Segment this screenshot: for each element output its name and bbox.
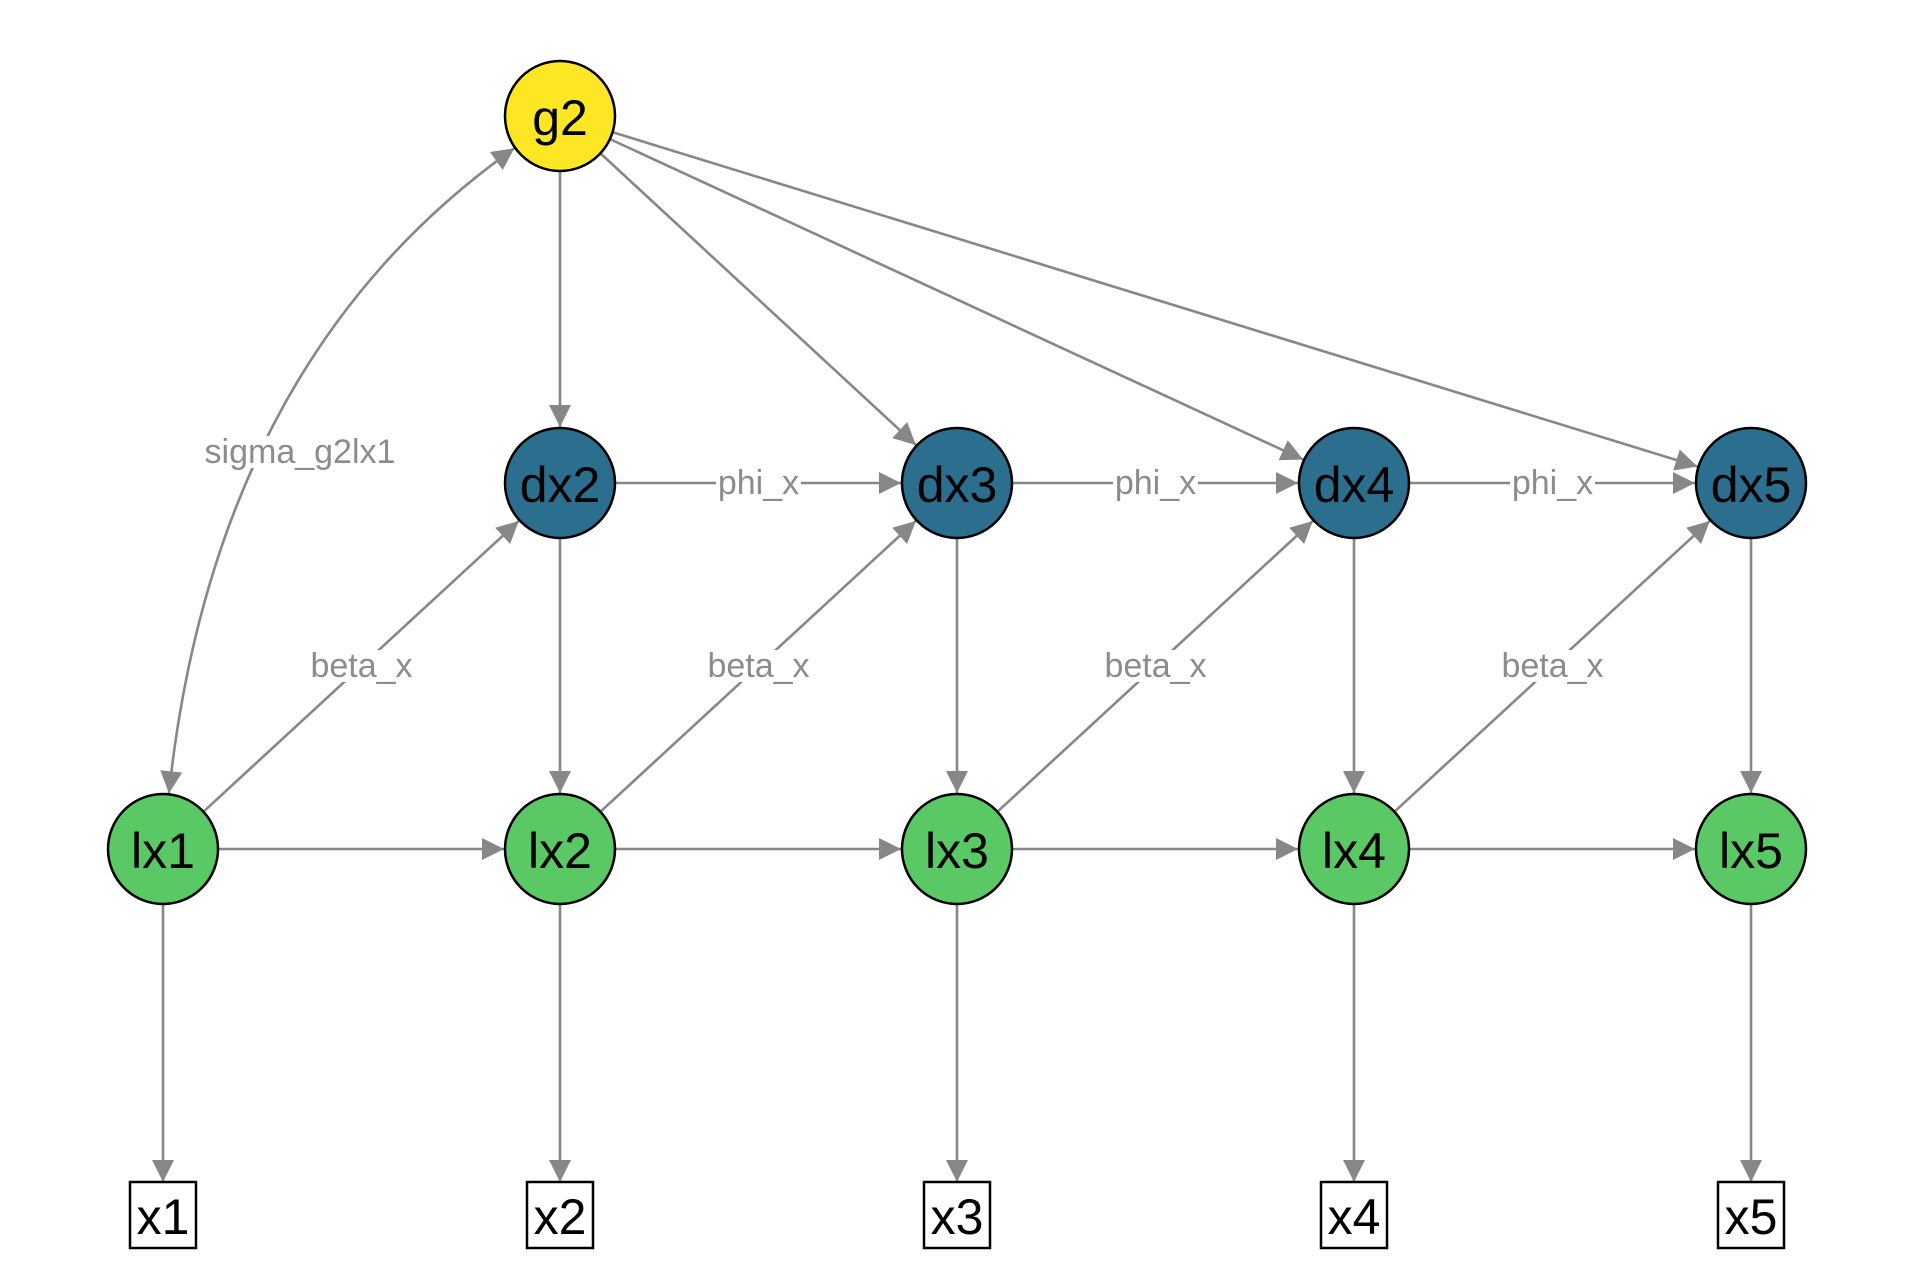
edge-label-dx3-to-dx4: phi_x [1115, 464, 1196, 502]
edge-lx1-to-g2 [160, 147, 516, 794]
edge-label-lx1-to-dx2: beta_x [310, 647, 412, 685]
latent-variable-circle [1297, 792, 1411, 906]
node-label-g2: g2 [532, 90, 588, 146]
latent-variable-circle [503, 792, 617, 906]
observed-variable-box [922, 1180, 992, 1250]
observed-variable-box [128, 1180, 198, 1250]
node-g2: g2 [503, 59, 617, 173]
latent-variable-circle [900, 426, 1014, 540]
node-x1: x1 [128, 1180, 198, 1250]
node-label-x1: x1 [137, 1189, 190, 1245]
edge-g2-to-dx3 [600, 153, 917, 446]
edge-label-dx2-to-dx3: phi_x [718, 464, 799, 502]
node-dx4: dx4 [1297, 426, 1411, 540]
node-x5: x5 [1716, 1180, 1786, 1250]
edge-label-lx2-to-dx3: beta_x [707, 647, 809, 685]
latent-variable-circle [106, 792, 220, 906]
node-label-lx4: lx4 [1322, 823, 1386, 879]
edges-layer [152, 131, 1762, 1182]
edge-label-background [1501, 650, 1604, 682]
edge-g2-to-dx4 [610, 138, 1304, 461]
node-dx5: dx5 [1694, 426, 1808, 540]
node-label-x5: x5 [1725, 1189, 1778, 1245]
node-x3: x3 [922, 1180, 992, 1250]
edge-label-background [707, 650, 810, 682]
node-x2: x2 [525, 1180, 595, 1250]
node-dx3: dx3 [900, 426, 1014, 540]
node-label-lx2: lx2 [528, 823, 592, 879]
node-dx2: dx2 [503, 426, 617, 540]
edge-label-dx4-to-dx5: phi_x [1512, 464, 1593, 502]
nodes-layer: g2 dx2 dx3 dx4 dx5 lx1 lx2 lx3 lx4 lx5 x1 x2 x3 x4 x5 [106, 59, 1808, 1250]
latent-variable-circle [1694, 426, 1808, 540]
node-lx5: lx5 [1694, 792, 1808, 906]
node-label-x4: x4 [1328, 1189, 1381, 1245]
latent-variable-circle [503, 426, 617, 540]
edge-g2-to-dx5 [613, 131, 1698, 471]
edge-labels-layer: sigma_g2lx1 phi_x phi_x phi_x beta_x beta_x be… [194, 433, 1604, 685]
node-lx3: lx3 [900, 792, 1014, 906]
edge-label-background [1104, 650, 1207, 682]
latent-variable-circle [1694, 792, 1808, 906]
node-label-x3: x3 [931, 1189, 984, 1245]
node-label-x2: x2 [534, 1189, 587, 1245]
edge-label-background [1113, 467, 1198, 499]
node-label-lx5: lx5 [1719, 823, 1783, 879]
node-label-lx3: lx3 [925, 823, 989, 879]
latent-variable-circle [1297, 426, 1411, 540]
node-x4: x4 [1319, 1180, 1389, 1250]
observed-variable-box [1716, 1180, 1786, 1250]
edge-label-lx3-to-dx4: beta_x [1104, 647, 1206, 685]
edge-label-background [310, 650, 413, 682]
edge-label-background [1510, 467, 1595, 499]
node-lx1: lx1 [106, 792, 220, 906]
node-label-dx4: dx4 [1314, 457, 1395, 513]
edge-label-background [194, 436, 406, 468]
node-lx4: lx4 [1297, 792, 1411, 906]
edge-label-background [716, 467, 801, 499]
node-lx2: lx2 [503, 792, 617, 906]
node-label-dx3: dx3 [917, 457, 998, 513]
edge-label-lx1-to-g2: sigma_g2lx1 [205, 433, 396, 471]
observed-variable-box [1319, 1180, 1389, 1250]
latent-variable-circle [900, 792, 1014, 906]
node-label-dx5: dx5 [1711, 457, 1792, 513]
node-label-dx2: dx2 [520, 457, 601, 513]
edge-label-lx4-to-dx5: beta_x [1501, 647, 1603, 685]
observed-variable-box [525, 1180, 595, 1250]
latent-variable-circle [503, 59, 617, 173]
node-label-lx1: lx1 [131, 823, 195, 879]
